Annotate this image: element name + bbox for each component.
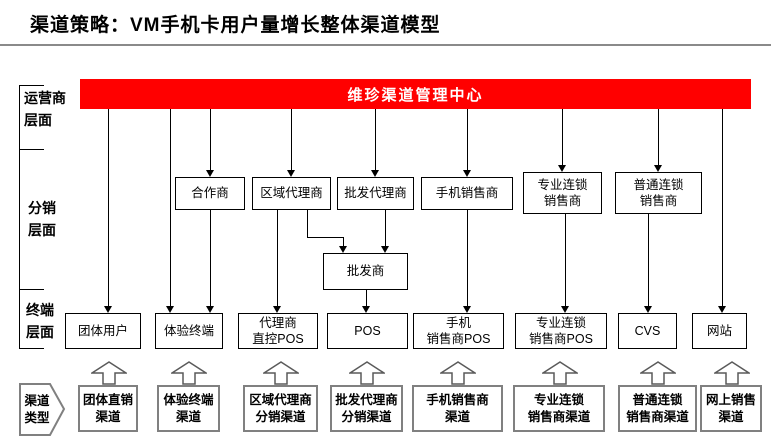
connector-line — [385, 210, 386, 246]
connector-line — [565, 214, 566, 306]
up-arrow-icon — [714, 361, 750, 385]
connector-line — [210, 210, 211, 306]
connector-line — [170, 109, 171, 306]
arrowhead-icon — [558, 165, 566, 172]
connector-line — [467, 210, 468, 306]
connector-line — [210, 109, 211, 170]
connector-line — [562, 109, 563, 165]
connector-line — [722, 109, 723, 306]
connector-line — [343, 237, 344, 246]
arrowhead-icon — [654, 165, 662, 172]
box-group-users: 团体用户 — [65, 313, 141, 349]
arrowhead-icon — [381, 246, 389, 253]
box-cooperator: 合作商 — [175, 177, 245, 210]
connector-line — [307, 237, 344, 238]
box-regional-agent: 区域代理商 — [252, 177, 331, 210]
up-arrow-icon — [171, 361, 207, 385]
arrowhead-icon — [287, 170, 295, 177]
bracket-tick — [19, 85, 44, 86]
channel-box-phone-retailer: 手机销售商 渠道 — [412, 385, 503, 432]
channel-box-professional-chain: 专业连锁 销售商渠道 — [513, 385, 605, 432]
arrowhead-icon — [104, 306, 112, 313]
up-arrow-icon — [542, 361, 578, 385]
arrowhead-icon — [206, 306, 214, 313]
label-terminal-layer: 终端 层面 — [26, 302, 54, 340]
connector-line — [108, 109, 109, 306]
channel-box-ordinary-chain: 普通连锁 销售商渠道 — [618, 385, 697, 432]
bracket-tick — [19, 348, 44, 349]
arrowhead-icon — [339, 246, 347, 253]
connector-line — [375, 109, 376, 170]
connector-line — [467, 109, 468, 170]
label-distribution-layer: 分销 层面 — [28, 200, 56, 238]
box-professional-chain: 专业连锁 销售商 — [523, 172, 602, 214]
connector-line — [291, 109, 292, 170]
up-arrow-icon — [640, 361, 676, 385]
arrowhead-icon — [463, 306, 471, 313]
channel-box-online-sales: 网上销售 渠道 — [700, 385, 762, 432]
arrowhead-icon — [362, 306, 370, 313]
bracket-tick — [19, 289, 44, 290]
up-arrow-icon — [263, 361, 299, 385]
bracket-tick — [19, 149, 44, 150]
title-divider — [0, 44, 771, 46]
box-website: 网站 — [692, 313, 747, 349]
box-wholesaler: 批发商 — [323, 253, 408, 290]
page-title: 渠道策略：VM手机卡用户量增长整体渠道模型 — [30, 15, 441, 36]
box-phone-retailer-pos: 手机 销售商POS — [413, 313, 504, 349]
connector-line — [277, 210, 278, 306]
label-channel-type: 渠道 类型 — [24, 393, 50, 425]
arrowhead-icon — [644, 306, 652, 313]
arrowhead-icon — [561, 306, 569, 313]
up-arrow-icon — [440, 361, 476, 385]
channel-box-wholesale-agent: 批发代理商 分销渠道 — [330, 385, 403, 432]
label-operator-layer: 运营商 层面 — [24, 90, 66, 128]
up-arrow-icon — [349, 361, 385, 385]
box-phone-retailer: 手机销售商 — [421, 177, 513, 210]
connector-line — [366, 290, 367, 306]
bracket-line — [19, 85, 20, 349]
arrowhead-icon — [718, 306, 726, 313]
channel-box-regional-agent: 区域代理商 分销渠道 — [243, 385, 318, 432]
box-cvs: CVS — [618, 313, 677, 349]
connector-line — [648, 214, 649, 306]
up-arrow-icon — [91, 361, 127, 385]
box-professional-chain-pos: 专业连锁 销售商POS — [515, 313, 607, 349]
connector-line — [307, 210, 308, 237]
box-wholesale-agent: 批发代理商 — [337, 177, 414, 210]
arrowhead-icon — [206, 170, 214, 177]
arrowhead-icon — [273, 306, 281, 313]
arrowhead-icon — [166, 306, 174, 313]
channel-type-pentagon-icon — [19, 383, 66, 436]
box-ordinary-chain: 普通连锁 销售商 — [615, 172, 702, 214]
channel-management-center-banner: 维珍渠道管理中心 — [80, 79, 751, 109]
arrowhead-icon — [371, 170, 379, 177]
box-pos: POS — [327, 313, 408, 349]
channel-box-experience-terminal: 体验终端 渠道 — [157, 385, 220, 432]
arrowhead-icon — [463, 170, 471, 177]
channel-box-group-direct: 团体直销 渠道 — [78, 385, 138, 432]
box-agent-controlled-pos: 代理商 直控POS — [238, 313, 318, 349]
connector-line — [658, 109, 659, 165]
box-experience-terminal: 体验终端 — [155, 313, 223, 349]
